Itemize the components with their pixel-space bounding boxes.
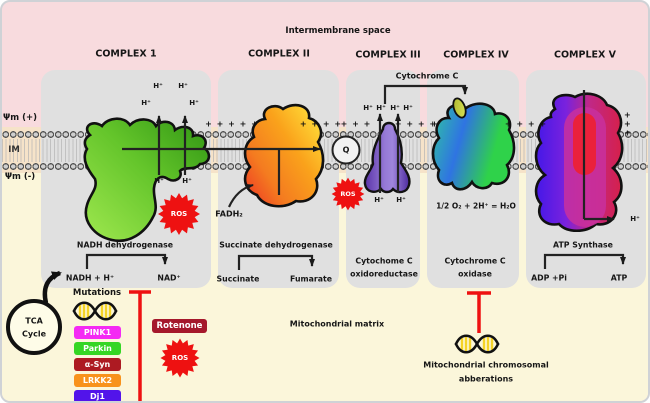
gene-badge-dj1: Dj1 [74,390,121,401]
gene-badge-pink1: PINK1 [74,326,121,339]
membrane-lipid-tails [2,139,648,162]
membrane-plus-charges: + [431,119,439,129]
h-plus-label: H⁺ [390,104,400,112]
complex-2-enzyme-label: Succinate dehydrogenase [219,240,333,250]
h-plus-label: H⁺ [363,104,373,112]
gene-badge-lrkk2: LRKK2 [74,374,121,387]
oxygen-reaction-label: 1/2 O₂ + 2H⁺ = H₂O [436,201,516,211]
complex-1-title: COMPLEX 1 [95,48,157,60]
membrane-plus-charges: + + + + [504,119,548,129]
complex-3-enzyme-line1: Cytochome C [355,256,413,266]
adp-substrate-label: ADP +Pi [531,273,567,283]
intermembrane-space-label: Intermembrane space [285,26,391,36]
h-plus-label: H⁺ [189,99,199,107]
fadh2-label: FADH₂ [215,209,243,219]
complex-4-enzyme-line1: Cytochrome C [444,256,506,266]
h-plus-label: H⁺ [396,196,406,204]
complex-4-title: COMPLEX IV [443,49,509,61]
gene-badge-asyn: α-Syn [74,358,121,371]
complex-1-enzyme-label: NADH dehydrogenase [76,240,174,250]
membrane-bottom-leaflet [2,162,648,171]
complex-4-panel [427,70,519,288]
h-plus-label: H⁺ [182,177,192,185]
membrane-plus-charges: + + + [624,110,632,138]
psi-plus-label: Ψm (+) [3,113,37,123]
complex-2-panel [218,70,339,288]
h-plus-label: H⁺ [630,215,640,223]
complex-5-enzyme-label: ATP Synthase [553,240,613,250]
h-plus-label: H⁺ [141,99,151,107]
chromosomal-abberations-line1: Mitochondrial chromosomal [423,360,549,370]
complex-4-enzyme-line2: oxidase [458,269,492,279]
rotenone-badge: Rotenone [152,319,207,333]
membrane-top-leaflet [2,130,648,139]
succinate-substrate-label: Succinate [216,274,260,284]
chromosomal-abberations-line2: abberations [458,374,514,384]
h-plus-label: H⁺ [403,104,413,112]
ros-label: ROS [340,190,356,198]
ros-label: ROS [171,354,189,362]
gene-badge-parkin: Parkin [74,342,121,355]
psi-minus-label: Ψm (-) [4,172,36,182]
h-plus-label: H⁺ [178,82,188,90]
nadh-substrate-label: NADH + H⁺ [65,273,115,283]
complex-5-panel [526,70,646,288]
h-plus-label: H⁺ [154,177,164,185]
complex-5-title: COMPLEX V [554,49,616,61]
atp-product-label: ATP [610,273,628,283]
complex-2-title: COMPLEX II [248,48,310,60]
tca-cycle-label-line1: TCA [25,316,43,326]
mutations-title: Mutations [72,288,122,298]
fumarate-product-label: Fumarate [290,274,332,284]
ros-label: ROS [170,210,188,218]
complex-3-title: COMPLEX III [355,49,421,61]
q-label: Q [342,145,350,155]
membrane-plus-charges: + + + + [299,119,343,129]
tca-cycle-label-line2: Cycle [22,329,46,339]
mitochondrial-matrix-label: Mitochondrial matrix [289,319,385,329]
h-plus-label: H⁺ [376,104,386,112]
nad-product-label: NAD⁺ [157,273,181,283]
membrane-plus-charges: + + + + + [205,119,259,129]
membrane-plus-charges: + + + + [394,119,438,129]
cytochrome-c-shuttle-label: Cytochrome C [395,71,459,81]
membrane-plus-charges: + + + [340,119,372,129]
complex-3-panel [346,70,420,288]
h-plus-label: H⁺ [374,196,384,204]
complex-3-enzyme-line2: oxidoreductase [350,269,418,279]
im-label: IM [8,145,20,155]
h-plus-label: H⁺ [153,82,163,90]
